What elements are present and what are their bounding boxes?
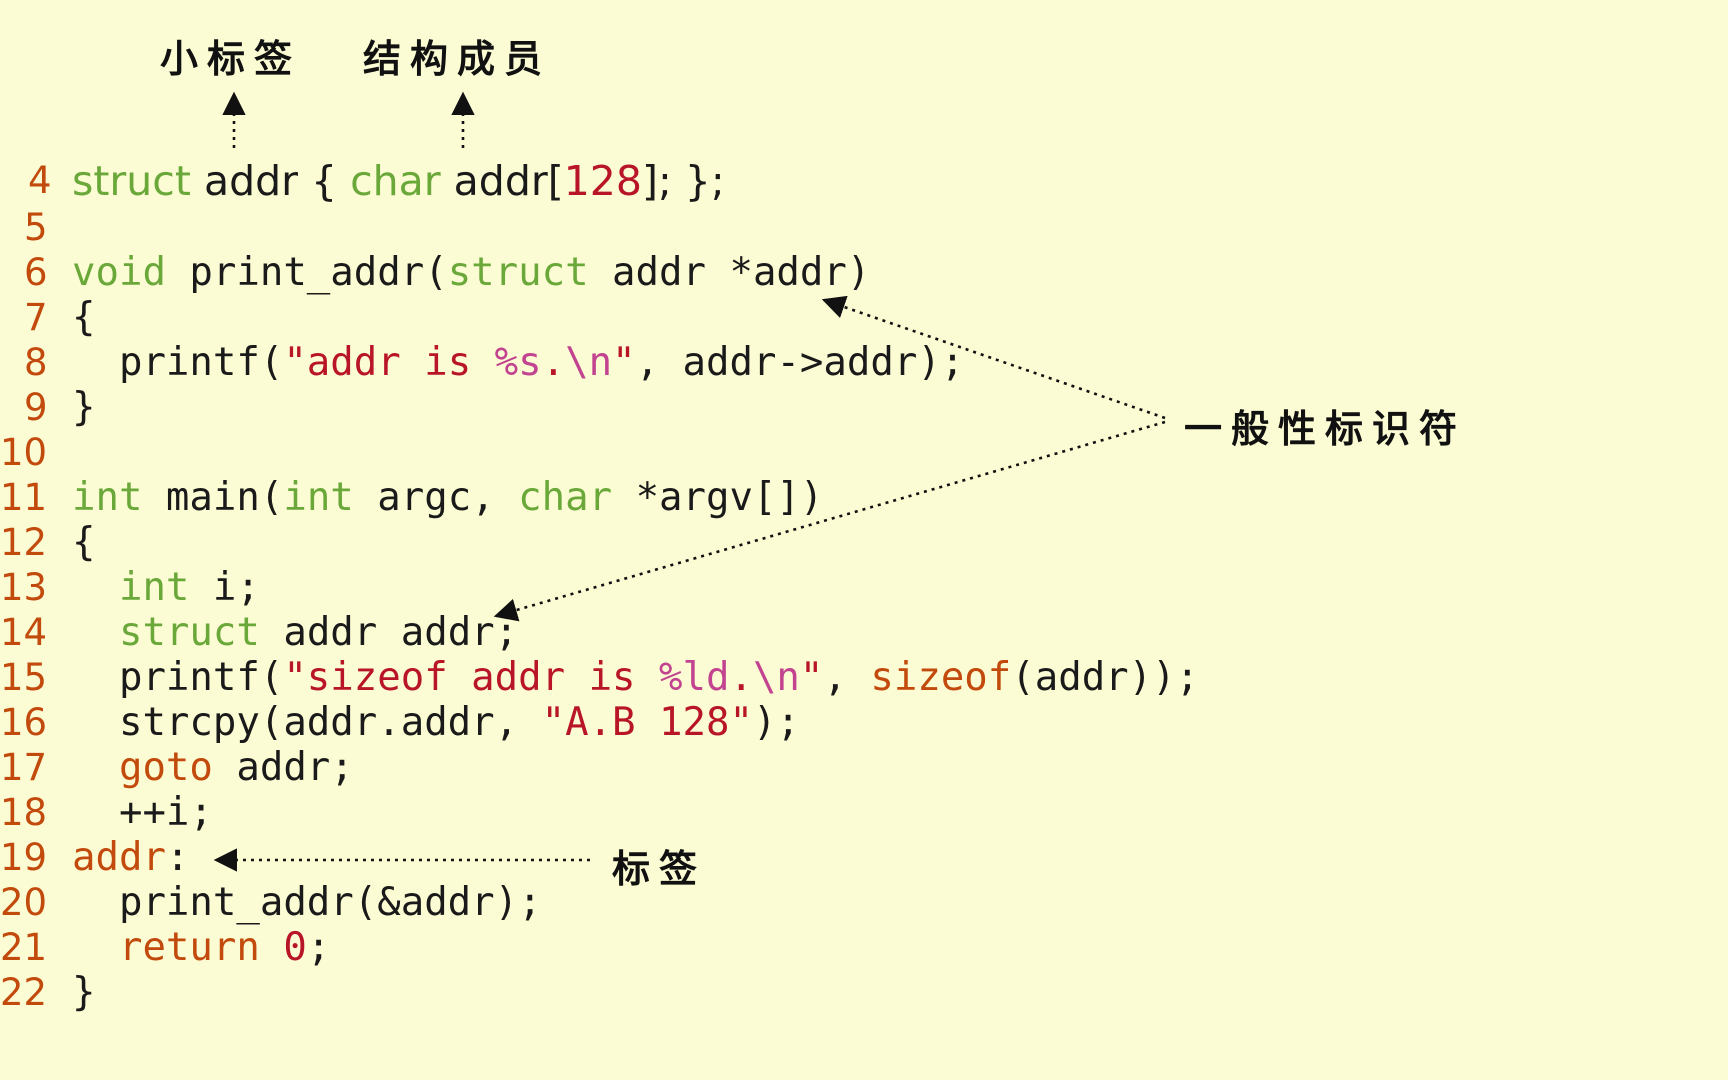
code-token: , addr->addr); [635, 340, 965, 385]
line-number: 5 [24, 206, 48, 249]
code-token: return [118, 925, 260, 970]
code-text: void print_addr(struct addr *addr) [72, 250, 870, 296]
code-token: 0 [283, 925, 307, 970]
code-token: struct [447, 250, 589, 295]
code-text: int main(int argc, char *argv[]) [72, 475, 823, 521]
arrow-general-identifier-var [493, 420, 1166, 622]
code-token: " [799, 655, 824, 700]
code-token: } [72, 970, 96, 1015]
line-number: 19 [0, 836, 48, 879]
line-number: 9 [24, 386, 48, 429]
code-text: addr: [72, 835, 189, 881]
arrow-general-identifier-param [821, 295, 1166, 420]
line-number: 18 [0, 791, 48, 834]
code-token: . [729, 655, 753, 700]
code-text: printf("addr is %s.\n", addr->addr); [72, 340, 964, 386]
code-token: 128 [563, 157, 642, 205]
line-number: 20 [0, 881, 48, 924]
line-number: 14 [0, 611, 48, 654]
code-token: ]; }; [641, 157, 725, 205]
line-number: 15 [0, 656, 48, 699]
code-token: %s [494, 340, 542, 385]
code-token: . [541, 340, 566, 385]
annotation-label: 标签 [612, 847, 707, 891]
code-text: } [72, 385, 95, 431]
code-token: struct [118, 610, 260, 655]
code-token: { [72, 520, 96, 565]
code-text: goto addr; [72, 745, 354, 791]
code-token: addr *addr) [588, 250, 871, 295]
line-number: 21 [0, 926, 48, 969]
annotation-struct-member: 结构成员 [363, 37, 552, 81]
code-text: return 0; [72, 925, 330, 971]
code-text: int i; [72, 565, 260, 611]
line-number: 6 [24, 251, 48, 294]
code-token: addr { [190, 157, 351, 205]
code-token: "sizeof addr is [283, 655, 660, 700]
line-number: 13 [0, 566, 48, 609]
annotation-small-tag: 小标签 [160, 37, 302, 81]
code-text: { [72, 295, 95, 341]
line-number: 11 [0, 476, 48, 519]
code-token: \n [752, 655, 800, 700]
code-token: addr [72, 835, 166, 880]
code-text: ++i; [72, 790, 213, 836]
annotation-general-identifier: 一般性标识符 [1184, 407, 1467, 451]
code-token: " [612, 340, 636, 385]
line-number: 4 [28, 159, 52, 202]
line-number: 22 [0, 971, 48, 1014]
code-text: struct addr { char addr[128]; }; [72, 158, 725, 204]
line-number: 7 [24, 296, 48, 339]
line-number: 12 [0, 521, 48, 564]
code-token: void [72, 250, 166, 295]
code-token: i; [189, 565, 260, 610]
code-token: strcpy(addr.addr, [72, 700, 542, 745]
code-token: printf( [72, 655, 284, 700]
code-token: ++i; [72, 790, 213, 835]
code-token: \n [565, 340, 613, 385]
line-number: 16 [0, 701, 48, 744]
code-text: { [72, 520, 95, 566]
code-token: %ld [659, 655, 730, 700]
code-token: (addr)); [1011, 655, 1200, 700]
code-token: } [72, 385, 96, 430]
code-token: main( [142, 475, 284, 520]
code-token: char [518, 475, 613, 520]
code-text: struct addr addr; [72, 610, 518, 656]
line-number: 8 [24, 341, 48, 384]
code-token: print_addr(&addr); [72, 880, 542, 925]
code-token: addr; [212, 745, 354, 790]
code-token: int [72, 475, 143, 520]
code-token: *argv[]) [612, 475, 824, 520]
code-token: ); [752, 700, 800, 745]
code-text: printf("sizeof addr is %ld.\n", sizeof(a… [72, 655, 1199, 701]
code-token: char [350, 157, 441, 205]
code-token: "A.B 128" [541, 700, 753, 745]
code-token: , [823, 655, 871, 700]
code-token: struct [72, 157, 191, 205]
code-token: print_addr( [165, 250, 448, 295]
code-token: : [165, 835, 190, 880]
code-token: addr[ [440, 157, 564, 205]
line-number: 17 [0, 746, 48, 789]
code-token: addr addr; [259, 610, 519, 655]
line-number: 10 [0, 431, 48, 474]
code-token: goto [118, 745, 213, 790]
code-token: { [72, 295, 96, 340]
code-token: int [283, 475, 354, 520]
code-token: ; [306, 925, 331, 970]
code-token: printf( [72, 340, 284, 385]
code-token: "addr is [283, 340, 495, 385]
code-token: sizeof [870, 655, 1012, 700]
code-text: strcpy(addr.addr, "A.B 128"); [72, 700, 800, 746]
code-text: } [72, 970, 95, 1016]
code-token: argc, [353, 475, 519, 520]
code-token: int [118, 565, 190, 610]
code-text: print_addr(&addr); [72, 880, 542, 926]
